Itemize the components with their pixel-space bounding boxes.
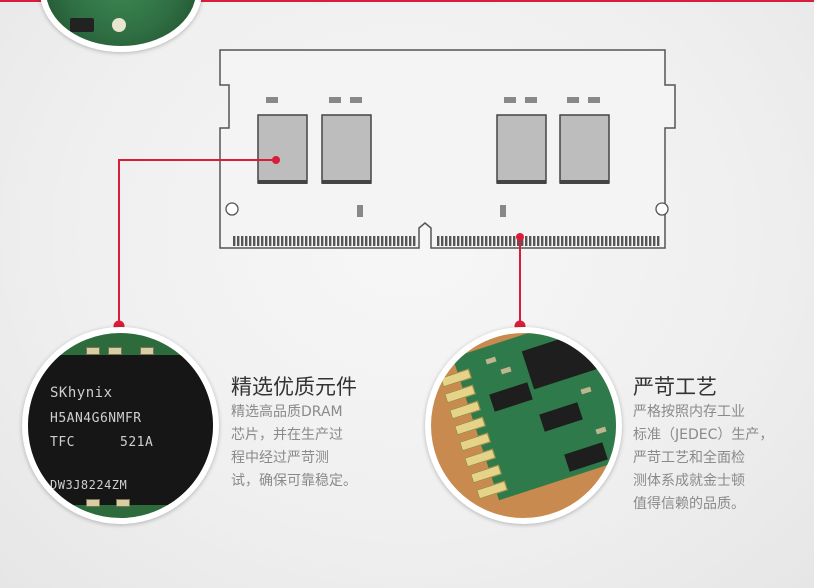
right-desc-line: 严苛工艺和全面检 bbox=[633, 450, 745, 466]
left-desc-line: 芯片，并在生产过 bbox=[231, 427, 343, 443]
top-accent-line bbox=[0, 0, 814, 2]
right-desc-line: 值得信赖的品质。 bbox=[633, 496, 745, 512]
right-feature-description: 严格按照内存工业 标准（JEDEC）生产， 严苛工艺和全面检 测体系成就金士顿 … bbox=[633, 401, 773, 516]
gold-fingers bbox=[233, 236, 660, 246]
dram-chip-4 bbox=[559, 114, 610, 184]
left-feature-title: 精选优质元件 bbox=[231, 375, 357, 399]
mount-hole-left bbox=[225, 202, 239, 216]
left-desc-line: 程中经过严苛测 bbox=[231, 450, 329, 466]
left-desc-line: 精选高品质DRAM bbox=[231, 404, 343, 420]
chip-code-2: 521A bbox=[120, 435, 154, 450]
dram-chips bbox=[257, 114, 610, 184]
right-desc-line: 测体系成就金士顿 bbox=[633, 473, 745, 489]
chip-closeup-photo: SKhynix H5AN4G6NMFR TFC 521A DW3J8224ZM bbox=[22, 327, 219, 524]
right-feature-title: 严苛工艺 bbox=[633, 375, 717, 399]
callout-right bbox=[514, 233, 526, 332]
board-closeup-photo bbox=[425, 327, 622, 524]
chip-lot-code: DW3J8224ZM bbox=[50, 478, 128, 492]
left-feature-description: 精选高品质DRAM 芯片，并在生产过 程中经过严苛测 试，确保可靠稳定。 bbox=[231, 401, 357, 493]
pads-top bbox=[266, 97, 600, 103]
dram-chip-1 bbox=[257, 114, 308, 184]
right-desc-line: 标准（JEDEC）生产， bbox=[633, 427, 774, 443]
callout-left bbox=[113, 156, 280, 332]
chip-brand: SKhynix bbox=[50, 385, 113, 401]
left-desc-line: 试，确保可靠稳定。 bbox=[231, 473, 357, 489]
dram-chip-2 bbox=[321, 114, 372, 184]
mount-hole-right bbox=[655, 202, 669, 216]
dram-chip-3 bbox=[496, 114, 547, 184]
right-desc-line: 严格按照内存工业 bbox=[633, 404, 745, 420]
chip-code-1: TFC bbox=[50, 435, 75, 450]
chip-part-number: H5AN4G6NMFR bbox=[50, 411, 142, 426]
